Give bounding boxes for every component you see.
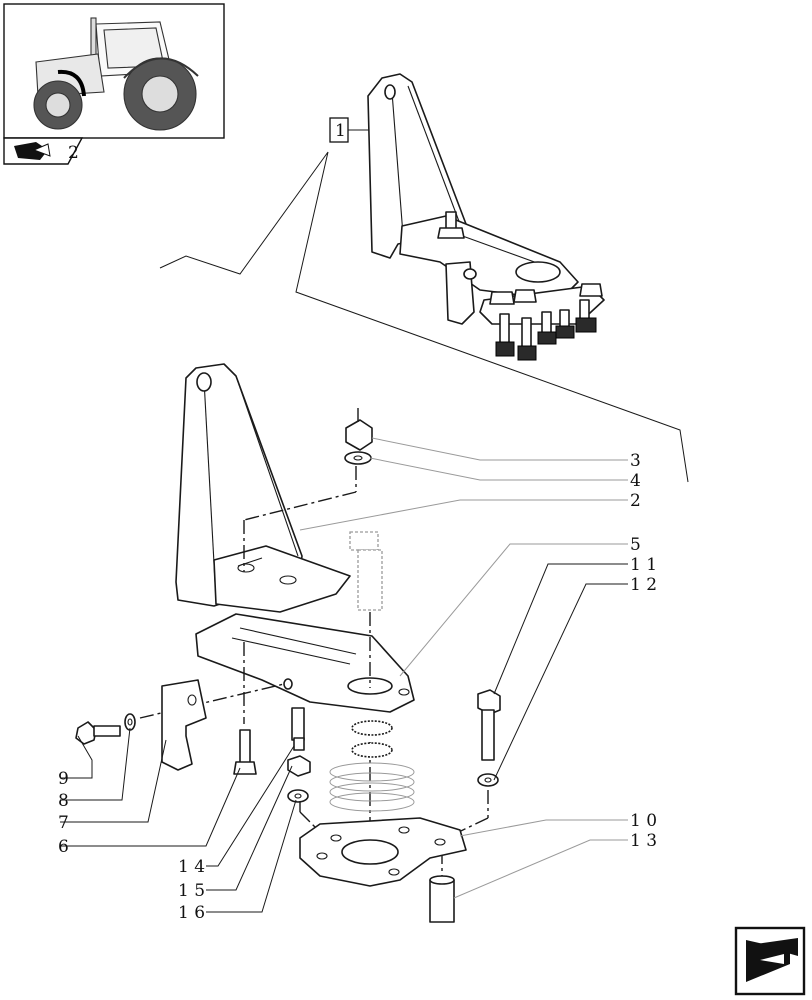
pivot-bolt — [349, 531, 383, 611]
part-label-12: 1 2 — [630, 575, 657, 595]
stud-part-14 — [291, 707, 305, 751]
washer-part-16 — [287, 789, 309, 803]
lever-part-7 — [161, 679, 207, 771]
bolt-part-11 — [477, 689, 501, 761]
washer-part-4 — [344, 451, 372, 465]
part-label-6: 6 — [58, 837, 69, 857]
nut-part-15 — [287, 755, 311, 777]
washer-part-8 — [124, 713, 136, 731]
book-arrow-icon — [14, 142, 51, 160]
part-label-11: 1 1 — [630, 555, 657, 575]
nav-tab-label: 2 — [68, 143, 79, 163]
part-label-5: 5 — [630, 535, 641, 555]
spring-washers — [351, 720, 393, 758]
base-plate-part-10 — [299, 817, 467, 887]
part-label-13: 1 3 — [630, 831, 657, 851]
part-label-3: 3 — [630, 451, 641, 471]
bolt-part-9 — [75, 721, 121, 745]
leader-lines — [60, 437, 628, 913]
tractor-thumbnail[interactable] — [3, 3, 225, 139]
part-label-7: 7 — [58, 813, 69, 833]
callout-box: 1 — [329, 117, 374, 143]
next-page-button[interactable] — [734, 926, 806, 996]
part-label-9: 9 — [58, 769, 69, 789]
nav-tab[interactable]: 2 — [3, 137, 84, 165]
part-label-10: 1 0 — [630, 811, 657, 831]
spring — [329, 762, 415, 812]
part-label-2: 2 — [630, 491, 641, 511]
callout-lines — [159, 151, 689, 483]
part-label-14: 1 4 — [178, 857, 205, 877]
callout-label: 1 — [335, 121, 346, 141]
part-label-group: 3 4 2 5 1 1 1 2 1 0 1 3 9 8 7 6 1 4 1 5 … — [58, 451, 657, 923]
screw-part-6 — [233, 729, 257, 775]
washer-part-12 — [477, 773, 499, 787]
spacer-part-13 — [429, 875, 455, 923]
next-page-arrow-icon — [746, 938, 798, 982]
part-label-16: 1 6 — [178, 903, 205, 923]
part-label-15: 1 5 — [178, 881, 205, 901]
assembled-bracket — [367, 73, 605, 361]
plate-part-5 — [195, 613, 415, 713]
nut-part-3 — [345, 408, 373, 451]
bracket-part-2 — [175, 363, 351, 613]
part-label-8: 8 — [58, 791, 69, 811]
part-label-4: 4 — [630, 471, 641, 491]
